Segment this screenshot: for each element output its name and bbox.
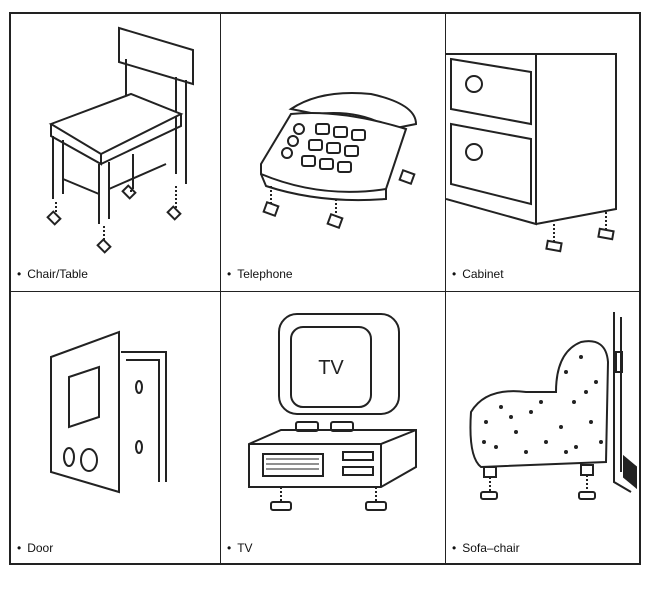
label-cabinet: Cabinet xyxy=(452,267,503,281)
cell-door: Door xyxy=(11,292,221,565)
furniture-pad-diagram: Chair/Table Telephone xyxy=(9,12,641,565)
label-sofa-chair: Sofa–chair xyxy=(452,541,519,555)
sofa-chair-illustration xyxy=(469,312,637,500)
telephone-illustration xyxy=(260,92,418,230)
label-tv: TV xyxy=(227,541,252,555)
cell-tv: TV TV xyxy=(221,292,446,565)
label-telephone: Telephone xyxy=(227,267,292,281)
cell-sofa-chair: Sofa–chair xyxy=(446,292,641,565)
chair-illustration xyxy=(46,26,194,254)
label-chair-table: Chair/Table xyxy=(17,267,88,281)
tv-illustration: TV xyxy=(248,313,417,511)
cell-telephone: Telephone xyxy=(221,14,446,292)
cell-chair-table: Chair/Table xyxy=(11,14,221,292)
cabinet-illustration xyxy=(446,53,617,253)
door-illustration xyxy=(50,330,167,494)
tv-screen-text: TV xyxy=(318,357,344,379)
cell-cabinet: Cabinet xyxy=(446,14,641,292)
label-door: Door xyxy=(17,541,53,555)
